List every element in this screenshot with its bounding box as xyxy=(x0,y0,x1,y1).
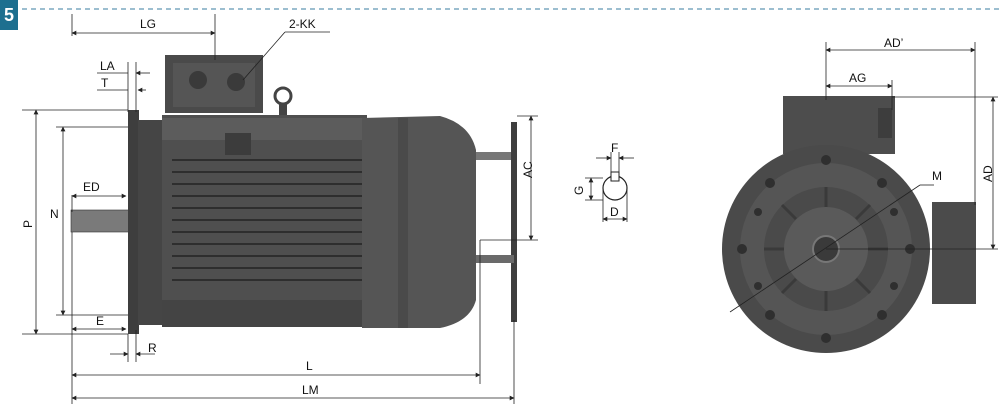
label-F: F xyxy=(611,141,618,155)
shaft xyxy=(70,209,130,233)
label-P: P xyxy=(21,220,35,228)
label-D: D xyxy=(610,205,619,219)
figure-number-badge: 5 xyxy=(0,0,18,30)
motor-side-view xyxy=(70,55,517,334)
label-E: E xyxy=(96,314,104,328)
motor-end-view xyxy=(722,96,976,353)
label-LG: LG xyxy=(140,17,156,31)
fan-cover xyxy=(362,116,476,328)
lifting-eye xyxy=(273,86,293,106)
label-LM: LM xyxy=(302,383,319,397)
flange-bolt-holes xyxy=(737,155,915,343)
label-AD-prime: AD’ xyxy=(884,36,903,50)
end-view-dimensions: AD’ AG M AD xyxy=(729,36,998,313)
label-KK: 2-KK xyxy=(289,17,316,31)
label-ED: ED xyxy=(83,180,100,194)
label-AD: AD xyxy=(981,165,995,182)
cable-gland-2 xyxy=(227,73,245,91)
label-L: L xyxy=(306,359,313,373)
label-R: R xyxy=(148,341,157,355)
label-M: M xyxy=(932,169,942,183)
shaft-detail: F G D xyxy=(572,141,634,222)
flange xyxy=(128,110,139,334)
side-view-dimensions xyxy=(22,14,538,404)
label-T: T xyxy=(101,76,109,90)
cable-gland-1 xyxy=(189,71,207,89)
label-AC: AC xyxy=(521,161,535,178)
end-terminal-box xyxy=(783,96,895,154)
label-LA: LA xyxy=(100,59,115,73)
rear-plate xyxy=(511,122,517,322)
side-view-labels: LG 2-KK LA T ED N P E R L LM AC xyxy=(21,17,535,397)
keyway xyxy=(610,171,620,182)
label-G: G xyxy=(572,186,586,195)
cooling-fins xyxy=(172,159,362,281)
label-AG: AG xyxy=(849,71,866,85)
side-terminal-box xyxy=(932,202,976,304)
label-N: N xyxy=(50,207,59,221)
